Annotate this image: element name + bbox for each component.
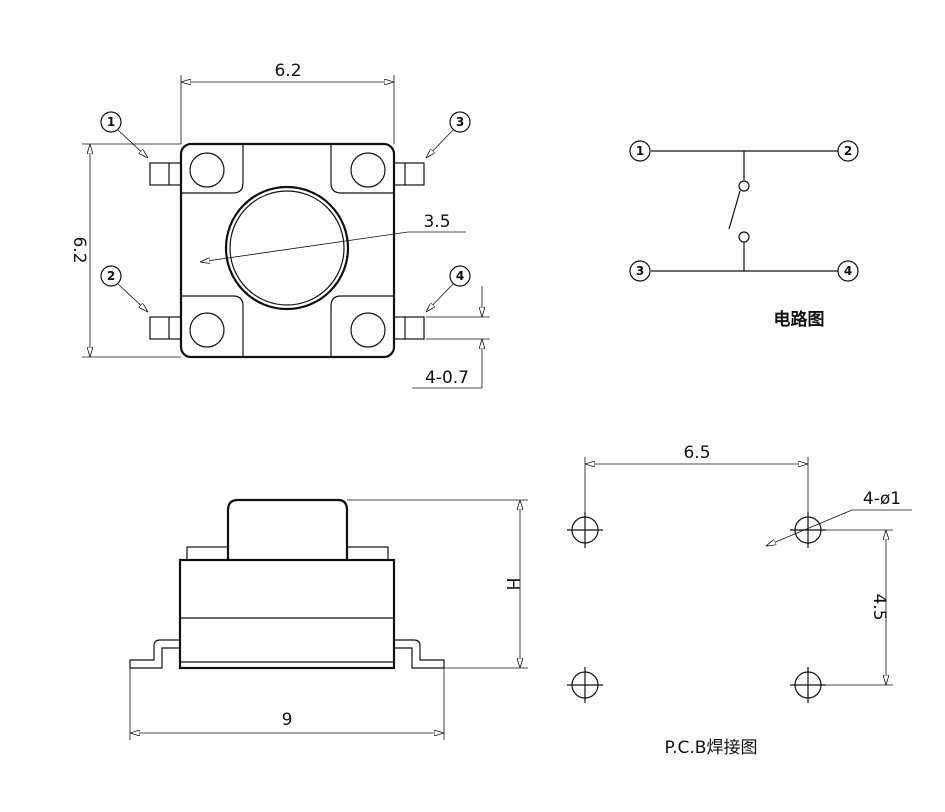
- circuit-caption: 电路图: [774, 309, 825, 330]
- pin-number: 2: [107, 269, 115, 283]
- button-diameter-value: 3.5: [423, 212, 450, 232]
- corner-cutout-bl: [181, 295, 244, 357]
- width-9-dimension: 9: [129, 668, 445, 740]
- pin-tabs: [149, 162, 425, 340]
- right-leg: [394, 639, 445, 669]
- pcb-hole-dimension: 4-ø1: [766, 489, 912, 546]
- circuit-diagram: 1 2 3 4 电路图: [629, 140, 859, 330]
- circuit-terminal-1: 1: [629, 140, 651, 162]
- pcb-hole: [567, 667, 603, 703]
- width-value: 6.2: [274, 61, 301, 81]
- switch-contact: [738, 180, 750, 192]
- corner-hole: [189, 312, 225, 348]
- pin-label-2: 2: [100, 265, 148, 312]
- pin-dimension-value: 4-0.7: [425, 368, 469, 388]
- pcb-y-value: 4.5: [869, 593, 889, 620]
- pcb-hole-value: 4-ø1: [863, 489, 901, 509]
- corner-cutout-tl: [181, 144, 244, 194]
- height-h-value: H: [502, 578, 522, 591]
- side-view: H 9: [129, 498, 528, 740]
- button-diameter-dimension: 3.5: [200, 212, 466, 262]
- actuator-outline: [226, 498, 349, 560]
- pcb-hole: [567, 512, 603, 548]
- left-leg: [129, 639, 180, 669]
- pcb-x-value: 6.5: [683, 443, 710, 463]
- pcb-caption: P.C.B焊接图: [665, 738, 758, 758]
- pin-label-3: 3: [426, 111, 471, 158]
- pin-number: 4: [456, 269, 464, 283]
- corner-cutout-tr: [330, 144, 394, 194]
- side-body: [178, 558, 396, 670]
- corner-hole: [350, 312, 386, 348]
- svg-text:3: 3: [636, 264, 644, 278]
- switch-body-outline: [179, 142, 396, 359]
- circuit-terminal-2: 2: [837, 140, 859, 162]
- corner-hole: [350, 152, 386, 188]
- corner-hole: [189, 152, 225, 188]
- top-view: 1 2 3 4 6.2 6.2: [69, 61, 490, 389]
- circuit-terminal-3: 3: [629, 260, 651, 282]
- svg-text:1: 1: [636, 144, 644, 158]
- pcb-x-dimension: 6.5: [584, 443, 809, 512]
- pin-label-4: 4: [426, 265, 471, 312]
- height-dimension: 6.2: [69, 143, 181, 358]
- svg-text:4: 4: [844, 264, 852, 278]
- height-h-dimension: H: [347, 499, 528, 669]
- pcb-hole: [790, 512, 826, 548]
- pin-number: 3: [456, 115, 464, 129]
- pcb-layout: 6.5 4.5 4-ø1 P.C.B焊接图: [567, 443, 912, 758]
- width-dimension: 6.2: [180, 61, 395, 144]
- svg-text:2: 2: [844, 144, 852, 158]
- pcb-hole: [790, 667, 826, 703]
- button-inner: [229, 190, 345, 306]
- switch-lever: [728, 190, 741, 230]
- button-outer: [224, 185, 350, 311]
- corner-cutout-br: [330, 295, 394, 357]
- switch-contact: [738, 231, 750, 243]
- width-9-value: 9: [282, 710, 293, 730]
- pin-label-1: 1: [100, 111, 148, 158]
- pin-dimension: 4-0.7: [412, 286, 490, 389]
- circuit-terminal-4: 4: [837, 260, 859, 282]
- pin-number: 1: [107, 115, 115, 129]
- pcb-y-dimension: 4.5: [826, 529, 893, 686]
- height-value: 6.2: [69, 236, 89, 263]
